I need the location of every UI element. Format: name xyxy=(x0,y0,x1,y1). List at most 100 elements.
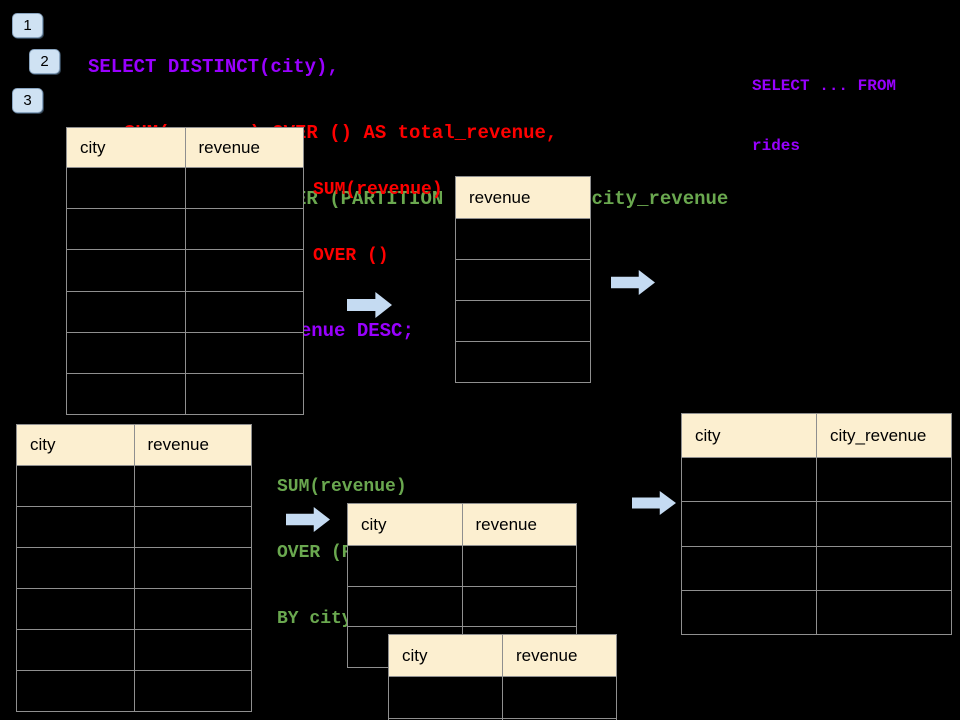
table-cell xyxy=(389,718,503,720)
table-partition-overlay: city revenue xyxy=(388,634,617,720)
table-row xyxy=(17,670,251,711)
table-cell xyxy=(17,548,135,588)
annotation-total-revenue: SUM(revenue) OVER () xyxy=(313,135,443,311)
arrow-right-icon xyxy=(347,292,392,318)
table-cell xyxy=(456,342,590,382)
table-row xyxy=(67,249,304,291)
table-city-revenue-result: city city_revenue xyxy=(681,413,952,635)
table-cell xyxy=(67,332,186,373)
table-row xyxy=(17,629,251,670)
side-note-line: rides xyxy=(752,137,801,155)
table-cell xyxy=(135,671,252,711)
table-source-top: city revenue xyxy=(66,127,304,415)
column-header-revenue: revenue xyxy=(147,435,209,454)
annotation-line: OVER () xyxy=(313,246,389,266)
table-cell xyxy=(817,591,951,634)
column-header-revenue: revenue xyxy=(198,137,260,157)
column-header-city: city xyxy=(67,128,186,167)
column-header-revenue: revenue xyxy=(475,514,537,534)
table-row xyxy=(682,545,951,590)
table-cell xyxy=(17,630,135,670)
table-cell xyxy=(67,373,186,415)
step-badge-label: 1 xyxy=(23,17,32,34)
table-cell xyxy=(186,333,304,373)
table-row xyxy=(67,167,304,209)
table-header-row: revenue xyxy=(456,177,590,218)
step-badge-label: 3 xyxy=(23,92,32,109)
table-cell xyxy=(186,292,304,332)
table-cell xyxy=(135,507,252,547)
table-row xyxy=(67,331,304,373)
table-cell xyxy=(17,671,135,711)
table-cell xyxy=(682,546,817,590)
table-cell xyxy=(67,250,186,291)
arrow-right-icon xyxy=(632,491,676,515)
table-row xyxy=(67,372,304,415)
table-body xyxy=(389,676,616,720)
table-cell xyxy=(67,291,186,332)
table-cell xyxy=(817,502,951,545)
step-badge-label: 2 xyxy=(40,53,49,70)
annotation-line: SUM(revenue) xyxy=(313,180,443,200)
table-total-result: revenue xyxy=(455,176,591,383)
column-header-revenue: revenue xyxy=(516,645,578,665)
table-row xyxy=(389,676,616,718)
table-cell xyxy=(456,219,590,259)
table-header-row: city revenue xyxy=(17,425,251,465)
table-cell xyxy=(463,587,577,627)
step-badge-2: 2 xyxy=(29,49,60,74)
step-badge-3: 3 xyxy=(12,88,43,113)
table-cell xyxy=(67,168,186,209)
table-cell xyxy=(67,209,186,250)
table-header-row: city revenue xyxy=(389,635,616,676)
table-cell xyxy=(135,466,252,506)
table-source-bottom: city revenue xyxy=(16,424,252,712)
table-cell xyxy=(135,630,252,670)
table-cell xyxy=(348,586,463,627)
table-cell xyxy=(17,507,135,547)
annotation-line: SUM(revenue) xyxy=(277,477,407,497)
table-row xyxy=(17,506,251,547)
side-note-line: SELECT ... FROM xyxy=(752,77,897,95)
table-body xyxy=(17,465,251,711)
column-header-city: city xyxy=(389,635,503,676)
table-row xyxy=(456,218,590,259)
table-cell xyxy=(682,458,817,502)
table-cell xyxy=(456,260,590,300)
table-header-row: city revenue xyxy=(348,504,576,545)
table-row xyxy=(456,300,590,341)
table-cell xyxy=(186,209,304,249)
table-row xyxy=(348,545,576,586)
table-cell xyxy=(135,589,252,629)
table-row xyxy=(682,457,951,502)
table-row xyxy=(17,547,251,588)
column-header-city: city xyxy=(17,425,135,465)
table-header-row: city city_revenue xyxy=(682,414,951,457)
side-note-select-from-rides: SELECT ... FROM rides xyxy=(752,36,896,196)
table-cell xyxy=(186,168,304,208)
table-cell xyxy=(17,466,135,506)
column-header-city-revenue: city_revenue xyxy=(830,425,927,445)
table-cell xyxy=(817,547,951,590)
table-cell xyxy=(463,546,577,586)
table-cell xyxy=(682,502,817,546)
table-cell xyxy=(186,374,304,414)
table-body xyxy=(67,167,304,415)
table-row xyxy=(67,208,304,250)
table-row xyxy=(17,465,251,506)
table-cell xyxy=(186,250,304,290)
table-cell xyxy=(682,590,817,634)
table-cell xyxy=(389,677,503,718)
table-row xyxy=(682,501,951,546)
table-row xyxy=(67,290,304,332)
column-header-city: city xyxy=(348,504,463,545)
table-cell xyxy=(817,458,951,501)
table-cell xyxy=(348,546,463,586)
table-cell xyxy=(17,589,135,629)
table-row xyxy=(17,588,251,629)
arrow-right-icon xyxy=(286,507,330,532)
table-cell xyxy=(503,677,616,718)
column-header-city: city xyxy=(682,414,817,457)
step-badge-1: 1 xyxy=(12,13,43,38)
